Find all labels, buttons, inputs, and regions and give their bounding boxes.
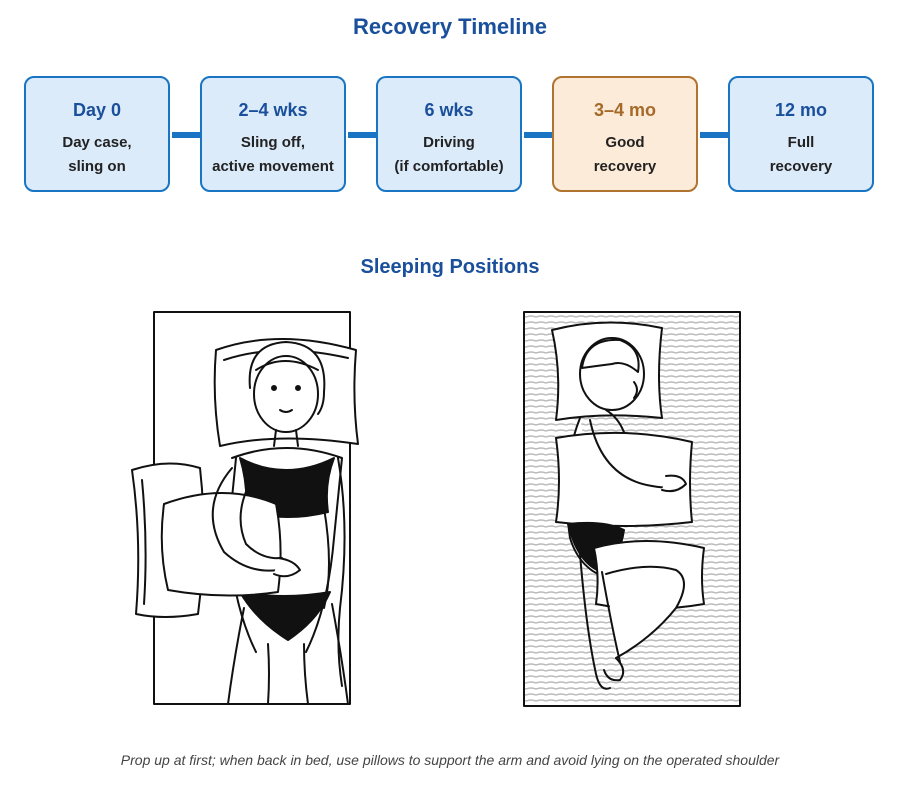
side-sleeping-illustration <box>523 311 741 707</box>
timeline-connector <box>524 132 554 138</box>
back-sleeping-illustration <box>131 311 359 705</box>
step-label: 3–4 mo <box>593 100 657 120</box>
step-description: Sling off, active movement <box>212 134 334 175</box>
recovery-timeline: Day 0 Day case, sling on 2–4 wks Sling o… <box>0 76 900 198</box>
hugged-pillow <box>160 492 282 597</box>
timeline-connector <box>172 132 202 138</box>
timeline-connector <box>700 132 730 138</box>
swimsuit-bottom <box>239 591 331 641</box>
sleeping-positions-title: Sleeping Positions <box>360 256 540 278</box>
step-description: Full recovery <box>769 134 833 175</box>
step-label: Day 0 <box>72 100 122 120</box>
timeline-step-2-4-weeks: 2–4 wks Sling off, active movement <box>200 76 346 192</box>
timeline-step-6-weeks: 6 wks Driving (if comfortable) <box>376 76 522 192</box>
step-label: 2–4 wks <box>238 100 308 120</box>
timeline-connector <box>348 132 378 138</box>
head <box>253 355 319 433</box>
timeline-step-day-0: Day 0 Day case, sling on <box>24 76 170 192</box>
step-description: Good recovery <box>593 134 657 175</box>
timeline-step-12-months: 12 mo Full recovery <box>728 76 874 192</box>
sleeping-caption: Prop up at first; when back in bed, use … <box>120 752 780 768</box>
step-description: Driving (if comfortable) <box>394 134 504 175</box>
timeline-step-3-4-months: 3–4 mo Good recovery <box>552 76 698 192</box>
step-description: Day case, sling on <box>62 134 132 175</box>
step-label: 12 mo <box>774 100 828 120</box>
step-label: 6 wks <box>424 100 474 120</box>
timeline-title: Recovery Timeline <box>352 14 548 39</box>
hugged-pillow <box>555 431 693 527</box>
